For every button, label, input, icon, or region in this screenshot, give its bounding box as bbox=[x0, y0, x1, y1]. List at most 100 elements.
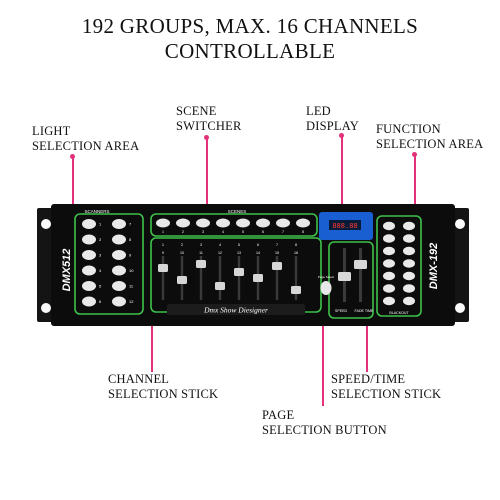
scene-button[interactable] bbox=[156, 218, 170, 228]
channel-number-bottom: 9 bbox=[162, 251, 164, 255]
channel-fader-knob[interactable] bbox=[253, 274, 263, 282]
callout-channel-selection-stick: CHANNEL SELECTION STICK bbox=[108, 372, 218, 402]
function-button[interactable] bbox=[403, 284, 415, 293]
function-button[interactable] bbox=[383, 221, 395, 231]
led-display-value: 888.88 bbox=[332, 222, 357, 230]
leader-scene-switcher bbox=[206, 137, 208, 207]
function-button[interactable] bbox=[403, 221, 415, 231]
leader-function-selection bbox=[414, 154, 416, 216]
function-button[interactable] bbox=[403, 246, 415, 256]
callout-line: PAGE bbox=[262, 408, 295, 422]
brand-strip-text: Dmx Show Diesigner bbox=[203, 306, 268, 315]
leader-dot bbox=[339, 133, 344, 138]
scanner-button[interactable] bbox=[112, 281, 126, 291]
scanner-button[interactable] bbox=[112, 250, 126, 260]
page-headline: 192 GROUPS, MAX. 16 CHANNELS CONTROLLABL… bbox=[81, 14, 419, 63]
callout-line: LIGHT bbox=[32, 124, 71, 138]
blackout-label: BLACKOUT bbox=[389, 311, 409, 315]
scene-button[interactable] bbox=[216, 218, 230, 228]
function-button[interactable] bbox=[403, 259, 415, 268]
brand-strip bbox=[167, 304, 305, 315]
scene-number: 4 bbox=[222, 230, 224, 234]
scene-button[interactable] bbox=[276, 218, 290, 228]
function-highlight bbox=[376, 215, 422, 317]
function-button[interactable] bbox=[383, 296, 395, 306]
callout-line: FUNCTION bbox=[376, 122, 441, 136]
scene-button[interactable] bbox=[176, 218, 190, 228]
channel-number-top: 2 bbox=[181, 243, 183, 247]
scanner-number: 3 bbox=[99, 253, 102, 258]
scene-button[interactable] bbox=[256, 218, 270, 228]
speed-label: SPEED bbox=[335, 309, 348, 313]
fade-time-label: FADE TIME bbox=[355, 309, 375, 313]
channel-fader-knob[interactable] bbox=[234, 268, 244, 276]
scanner-number: 8 bbox=[129, 237, 132, 242]
leader-led-display bbox=[341, 135, 343, 209]
channel-fader-knob[interactable] bbox=[215, 282, 225, 290]
channel-number-bottom: 12 bbox=[218, 251, 222, 255]
callout-line: DISPLAY bbox=[306, 119, 360, 133]
function-button[interactable] bbox=[383, 284, 395, 293]
function-button[interactable] bbox=[383, 246, 395, 256]
channel-number-bottom: 14 bbox=[256, 251, 260, 255]
scanner-number: 2 bbox=[99, 237, 102, 242]
channel-fader-knob[interactable] bbox=[272, 262, 282, 270]
channel-fader-knob[interactable] bbox=[177, 276, 187, 284]
scanner-number: 12 bbox=[129, 299, 134, 304]
scanner-button[interactable] bbox=[112, 219, 126, 229]
callout-line: SCENE bbox=[176, 104, 217, 118]
led-display-window bbox=[329, 220, 361, 230]
scanner-button[interactable] bbox=[82, 296, 96, 307]
channel-number-bottom: 16 bbox=[294, 251, 298, 255]
scene-button[interactable] bbox=[296, 218, 310, 228]
function-button[interactable] bbox=[403, 271, 415, 281]
mount-hole bbox=[455, 303, 465, 313]
scanner-button[interactable] bbox=[82, 250, 96, 260]
scenes-label: SCENES bbox=[228, 209, 247, 214]
callout-line: SELECTION BUTTON bbox=[262, 423, 387, 437]
scanner-button[interactable] bbox=[82, 281, 96, 291]
fade-slider-knob[interactable] bbox=[354, 260, 367, 269]
callout-light-selection-area: LIGHT SELECTION AREA bbox=[32, 124, 139, 154]
speed-slider-knob[interactable] bbox=[338, 272, 351, 281]
model-label-left: DMX512 bbox=[61, 249, 73, 292]
callout-line: LED bbox=[306, 104, 331, 118]
channel-fader-track bbox=[237, 256, 241, 300]
leader-channel-selection bbox=[151, 298, 153, 372]
mount-hole bbox=[41, 219, 51, 229]
function-button[interactable] bbox=[383, 259, 395, 268]
function-button[interactable] bbox=[383, 271, 395, 281]
model-label-right: DMX-192 bbox=[428, 243, 440, 289]
callout-line: SELECTION STICK bbox=[331, 387, 442, 401]
scanner-number: 5 bbox=[99, 284, 102, 289]
channel-fader-knob[interactable] bbox=[291, 286, 301, 294]
channel-fader-knob[interactable] bbox=[196, 260, 206, 268]
channel-fader-knob[interactable] bbox=[158, 264, 168, 272]
scanner-button[interactable] bbox=[112, 234, 126, 245]
page-select-button[interactable] bbox=[320, 281, 332, 295]
scanner-button[interactable] bbox=[112, 265, 126, 276]
function-button[interactable] bbox=[403, 296, 415, 306]
scanner-button[interactable] bbox=[112, 296, 126, 307]
function-button[interactable] bbox=[403, 234, 415, 243]
scanners-label: SCANNERS bbox=[84, 209, 109, 214]
scene-button[interactable] bbox=[236, 218, 250, 228]
function-button[interactable] bbox=[383, 234, 395, 243]
scene-number: 1 bbox=[162, 230, 164, 234]
scanner-number: 6 bbox=[99, 299, 102, 304]
scene-button[interactable] bbox=[196, 218, 210, 228]
callout-line: SELECTION AREA bbox=[32, 139, 140, 153]
scanner-number: 9 bbox=[129, 253, 132, 258]
scanner-button[interactable] bbox=[82, 219, 96, 229]
leader-dot bbox=[204, 135, 209, 140]
scanner-button[interactable] bbox=[82, 265, 96, 276]
channel-number-top: 5 bbox=[238, 243, 240, 247]
callout-line: CHANNEL bbox=[108, 372, 170, 386]
channel-number-top: 7 bbox=[276, 243, 278, 247]
channel-fader-track bbox=[275, 256, 279, 300]
channel-fader-track bbox=[199, 256, 203, 300]
scanner-button[interactable] bbox=[82, 234, 96, 245]
